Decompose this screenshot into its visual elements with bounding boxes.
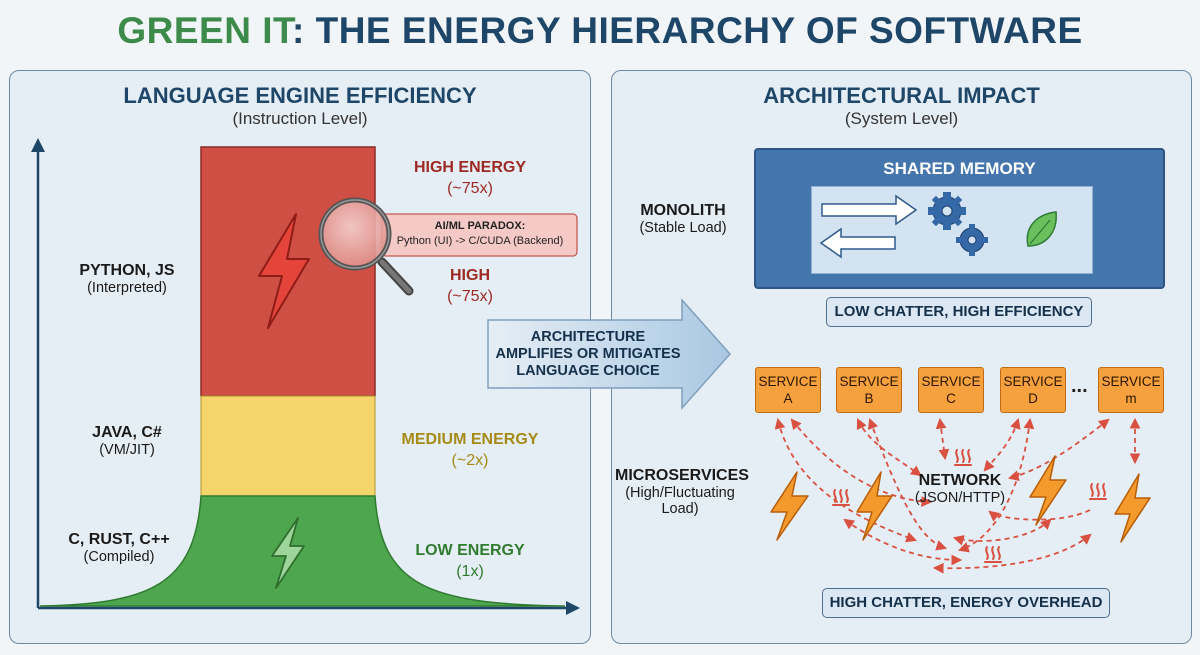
high-energy-label: HIGH ENERGY (~75x): [395, 157, 545, 199]
network-label: NETWORK (JSON/HTTP): [900, 472, 1020, 506]
right-panel-subtitle: (System Level): [844, 109, 959, 128]
architecture-arrow: [487, 298, 732, 410]
x-axis-arrowhead: [566, 601, 580, 615]
language-type: (Interpreted): [87, 280, 167, 296]
lightning-icons: [770, 455, 1151, 543]
architecture-load: (High/Fluctuating: [625, 485, 735, 501]
services-ellipsis: ...: [1071, 375, 1088, 397]
service-c: SERVICE C: [918, 367, 984, 413]
shared-memory-inner: [811, 186, 1093, 274]
service-id: m: [1125, 391, 1137, 406]
medium-energy-band: [200, 395, 376, 497]
architecture-load: (Stable Load): [639, 220, 727, 236]
service-name: SERVICE: [921, 374, 981, 389]
arrow-caption-line: AMPLIFIES OR MITIGATES: [495, 346, 681, 362]
architecture-name: MONOLITH: [640, 202, 726, 219]
service-id: A: [783, 391, 793, 406]
service-name: SERVICE: [839, 374, 899, 389]
language-type: (Compiled): [83, 549, 155, 565]
language-name: C, RUST, C++: [68, 531, 170, 548]
energy-multiplier: (~2x): [451, 452, 489, 469]
service-a: SERVICE A: [755, 367, 821, 413]
language-name: JAVA, C#: [92, 424, 162, 441]
left-panel-subtitle: (Instruction Level): [232, 109, 368, 128]
low-chatter-badge: LOW CHATTER, HIGH EFFICIENCY: [826, 297, 1092, 327]
service-b: SERVICE B: [836, 367, 902, 413]
energy-multiplier: (~75x): [447, 288, 493, 305]
low-energy-band: [39, 495, 566, 607]
y-axis-arrowhead: [31, 138, 45, 152]
service-name: SERVICE: [1101, 374, 1161, 389]
magnifier-icon: [318, 197, 414, 296]
arrow-caption: ARCHITECTURE AMPLIFIES OR MITIGATES LANG…: [488, 329, 688, 380]
high-label: HIGH (~75x): [395, 265, 545, 307]
paradox-description: Python (UI) -> C/CUDA (Backend): [396, 235, 564, 247]
arrow-caption-line: LANGUAGE CHOICE: [516, 363, 660, 379]
language-label-compiled: C, RUST, C++ (Compiled): [44, 531, 194, 565]
service-name: SERVICE: [1003, 374, 1063, 389]
low-energy-lightning-icon: [271, 517, 305, 589]
title-main-part: : THE ENERGY HIERARCHY OF SOFTWARE: [292, 10, 1083, 51]
page-title: GREEN IT: THE ENERGY HIERARCHY OF SOFTWA…: [0, 10, 1200, 52]
right-panel-title: ARCHITECTURAL IMPACT: [763, 83, 1040, 108]
energy-level: LOW ENERGY: [415, 542, 525, 559]
language-name: PYTHON, JS: [79, 262, 175, 279]
network-protocol: (JSON/HTTP): [914, 490, 1006, 506]
low-energy-label: LOW ENERGY (1x): [395, 540, 545, 582]
language-label-interpreted: PYTHON, JS (Interpreted): [52, 262, 202, 296]
service-d: SERVICE D: [1000, 367, 1066, 413]
high-energy-lightning-icon: [258, 213, 310, 329]
service-id: D: [1028, 391, 1038, 406]
heat-icons: [832, 449, 1107, 563]
title-green-part: GREEN IT: [117, 10, 292, 51]
energy-multiplier: (1x): [456, 563, 484, 580]
architecture-name: MICROSERVICES: [615, 467, 749, 484]
left-panel-title: LANGUAGE ENGINE EFFICIENCY: [123, 83, 477, 108]
energy-level: HIGH ENERGY: [413, 159, 526, 176]
arrow-caption-line: ARCHITECTURE: [530, 329, 646, 345]
service-id: B: [864, 391, 874, 406]
service-id: C: [946, 391, 956, 406]
monolith-label: MONOLITH (Stable Load): [618, 202, 748, 236]
service-name: SERVICE: [758, 374, 818, 389]
shared-memory-block: SHARED MEMORY: [754, 148, 1165, 289]
language-type: (VM/JIT): [99, 442, 155, 458]
microservices-label: MICROSERVICES (High/Fluctuating Load): [615, 467, 749, 517]
service-m: SERVICE m: [1098, 367, 1164, 413]
energy-multiplier: (~75x): [447, 180, 493, 197]
high-chatter-badge: HIGH CHATTER, ENERGY OVERHEAD: [822, 588, 1110, 618]
energy-level: MEDIUM ENERGY: [401, 431, 539, 448]
shared-memory-title: SHARED MEMORY: [883, 159, 1036, 178]
medium-energy-label: MEDIUM ENERGY (~2x): [385, 429, 555, 471]
paradox-title: AI/ML PARADOX:: [434, 220, 526, 232]
network-arrows: [774, 417, 1141, 574]
architecture-load: Load): [661, 501, 699, 517]
energy-level: HIGH: [450, 267, 490, 284]
network-name: NETWORK: [918, 472, 1002, 489]
paradox-text: AI/ML PARADOX: Python (UI) -> C/CUDA (Ba…: [385, 219, 575, 249]
language-label-vm: JAVA, C# (VM/JIT): [52, 424, 202, 458]
